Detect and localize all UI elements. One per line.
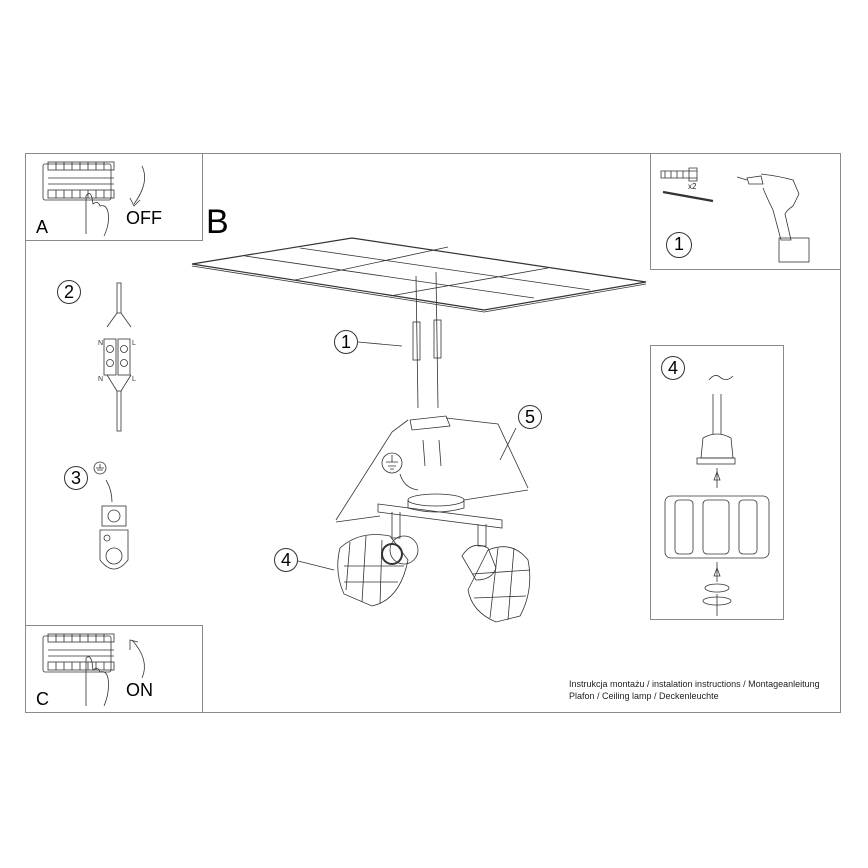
panel-c-action: ON (126, 680, 153, 700)
step-2-badge: 2 (57, 280, 81, 304)
caption-line-2: Plafon / Ceiling lamp / Deckenleuchte (569, 691, 719, 701)
panel-cage-assembly: 4 (650, 345, 784, 620)
wire-label-n-bottom: N (98, 376, 103, 383)
diagram-frame (25, 153, 841, 713)
breaker-on-icon (42, 633, 145, 707)
breaker-off-icon (42, 161, 146, 237)
earth-terminal-icon (93, 461, 129, 570)
panel-a-letter: A (36, 217, 49, 237)
step-4-badge: 4 (661, 356, 685, 380)
panel-c-letter: C (36, 689, 49, 709)
panel-a-switch-off: A OFF (25, 153, 203, 241)
wire-label-n-top: N (98, 340, 103, 347)
cage-assembly-icon (664, 375, 770, 616)
callout-bracket: 5 (518, 405, 542, 429)
callout-shade: 4 (274, 548, 298, 572)
wire-label-l-top: L (132, 340, 136, 347)
drill-and-anchors-icon (660, 167, 810, 263)
instruction-caption: Instrukcja montażu / instalation instruc… (569, 678, 820, 702)
panel-tools: x2 1 (650, 153, 841, 270)
anchor-quantity: x2 (688, 182, 697, 191)
step-3-badge: 3 (64, 466, 88, 490)
wiring-connector-icon: N L N L (98, 282, 136, 432)
caption-line-1: Instrukcja montażu / instalation instruc… (569, 679, 820, 689)
section-b-letter: B (206, 203, 229, 241)
callout-anchors: 1 (334, 330, 358, 354)
wire-label-l-bottom: L (132, 376, 136, 383)
panel-a-action: OFF (126, 208, 162, 228)
step-1-badge: 1 (666, 232, 692, 258)
panel-c-switch-on: C ON (25, 625, 203, 713)
